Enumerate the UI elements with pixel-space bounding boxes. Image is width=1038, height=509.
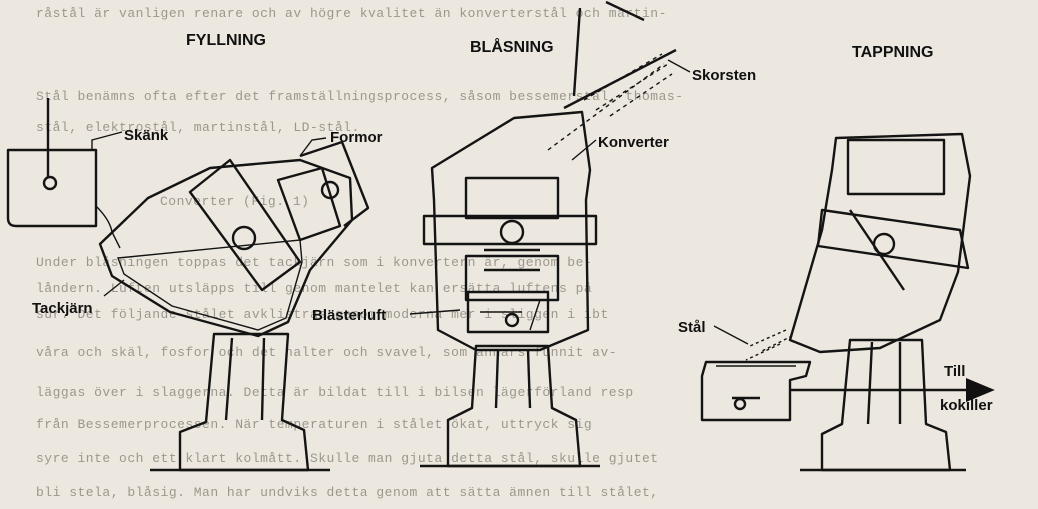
stand-filling (150, 332, 330, 472)
converter-leader-line (571, 139, 597, 161)
heading-blowing: BLÅSNING (470, 37, 554, 56)
background-text-line: bli stela, blåsig. Man har undviks detta… (36, 485, 659, 500)
background-text-line: Stål benämns ofta efter det framställnin… (36, 89, 684, 104)
converter-upright (422, 110, 598, 352)
background-text-line: sur. Det följande stålet avklistras geno… (36, 307, 609, 322)
label-chimney: Skorsten (692, 67, 756, 84)
label-pig-iron: Tackjärn (32, 300, 93, 317)
converter-tilted-filling (98, 140, 370, 338)
label-to-moulds-line1: Till (944, 363, 965, 380)
ladle (6, 98, 121, 249)
heading-tapping: TAPPNING (852, 44, 933, 61)
label-steel: Stål (678, 319, 706, 336)
background-text-line: stål, elektrostål, martinstål, LD-stål. (36, 120, 360, 135)
label-blast-air: Blästerluft (312, 307, 386, 324)
background-text-line: från Bessemerprocessen. När temperaturen… (36, 417, 592, 432)
heading-filling: FYLLNING (186, 32, 266, 49)
steel-pour (700, 329, 812, 422)
blast-air-leader-line (409, 309, 461, 315)
background-text-line: läggas över i slaggerna. Detta är bildat… (36, 385, 634, 400)
steel-leader-line (713, 325, 749, 345)
background-text-line: låndern. Luften utsläpps till genom mant… (36, 281, 592, 296)
chimney (547, 0, 677, 151)
blowing-stage: BLÅSNING Skorsten Konverter Blästerluft (312, 0, 756, 468)
label-to-moulds-line2: kokiller (940, 397, 993, 414)
stand-tapping (800, 338, 966, 472)
tuyeres-leader-line (299, 137, 327, 157)
pig-iron-leader-line (103, 279, 125, 297)
background-text-line: Under blåsningen toppas det tackjärn som… (36, 255, 592, 270)
converter-tilted-tapping (788, 132, 972, 354)
label-converter: Konverter (598, 134, 669, 151)
background-text-line: råstål är vanligen renare och av högre k… (36, 6, 667, 21)
background-text-line: Converter (Fig. 1) (160, 194, 309, 209)
label-ladle: Skänk (124, 127, 169, 144)
tapping-stage: TAPPNING Stål Till kokiller (678, 44, 995, 472)
stand-blowing (420, 344, 600, 468)
ladle-leader-line (91, 131, 123, 150)
filling-stage: FYLLNING Skänk Formor Tackjärn (6, 32, 383, 472)
background-text-line: våra och skäl, fosfor och det halter och… (36, 345, 617, 360)
background-text-line: syre inte och ett klart kolmått. Skulle … (36, 451, 659, 466)
chimney-leader-line (667, 59, 691, 73)
label-tuyeres: Formor (330, 129, 383, 146)
